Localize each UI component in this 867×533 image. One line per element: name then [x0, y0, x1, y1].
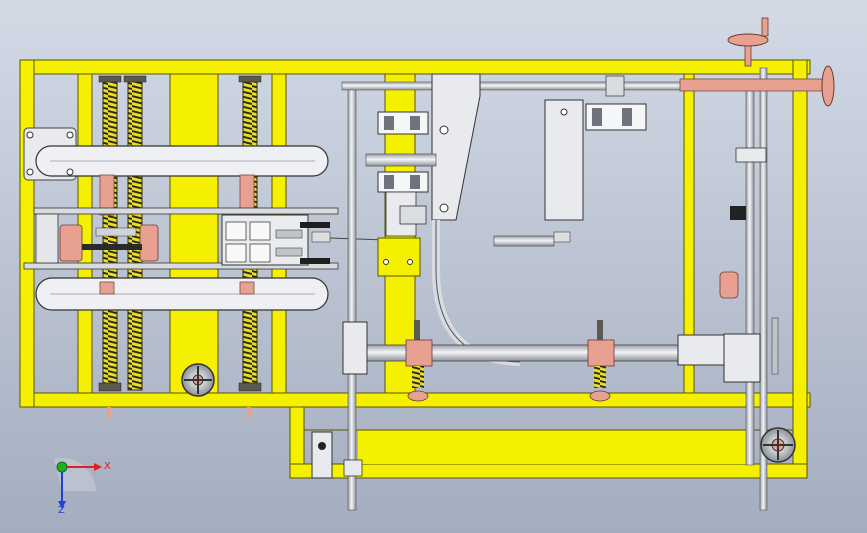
- handwheel-top-right-icon[interactable]: [727, 17, 769, 67]
- carriage-roller-left: [59, 224, 83, 262]
- lower-conveyor: [35, 277, 329, 311]
- carriage-roller-mid: [139, 224, 159, 262]
- mounting-plate: [544, 99, 584, 221]
- coordinate-triad: X Z: [54, 458, 111, 516]
- axis-x-label: X: [104, 461, 111, 472]
- hanging-bracket-plate: [431, 73, 481, 221]
- frame-left-post: [19, 59, 35, 408]
- top-shaft-copper: [679, 78, 831, 92]
- lower-bracket-left: [311, 431, 333, 479]
- frame-center-column: [169, 73, 219, 394]
- handwheel-right-edge-icon[interactable]: [821, 65, 835, 107]
- frame-lower-plate-edge: [303, 406, 794, 431]
- frame-inner-post-4: [683, 73, 695, 394]
- handwheel-bottom-right-icon[interactable]: [760, 427, 796, 463]
- upper-conveyor: [23, 127, 329, 216]
- small-cylinder: [493, 235, 555, 247]
- top-shaft: [341, 75, 831, 97]
- carriage-rail-bottom: [23, 262, 339, 270]
- axis-z-label: Z: [58, 505, 65, 516]
- frame-lower-plate: [358, 430, 748, 464]
- carriage-module: [23, 207, 386, 270]
- copper-collar: [719, 271, 739, 299]
- handwheel-left-icon[interactable]: [181, 363, 215, 397]
- frame-top-beam: [19, 59, 811, 75]
- pneumatic-cylinders: [365, 111, 437, 237]
- guide-rod-left: [347, 83, 357, 511]
- guide-rod-right: [745, 79, 755, 466]
- suction-cup-right: [587, 320, 615, 402]
- frame-lower-beam: [289, 463, 808, 479]
- suction-cup-left: [405, 320, 433, 402]
- guide-rod-far-right: [759, 67, 768, 511]
- block-dark: [730, 206, 746, 220]
- slider-block: [377, 237, 421, 277]
- carriage-rail-top: [33, 207, 339, 215]
- bottom-carrier-beam: [342, 321, 761, 383]
- frame-right-post: [792, 59, 808, 479]
- machine-frame: [19, 59, 811, 479]
